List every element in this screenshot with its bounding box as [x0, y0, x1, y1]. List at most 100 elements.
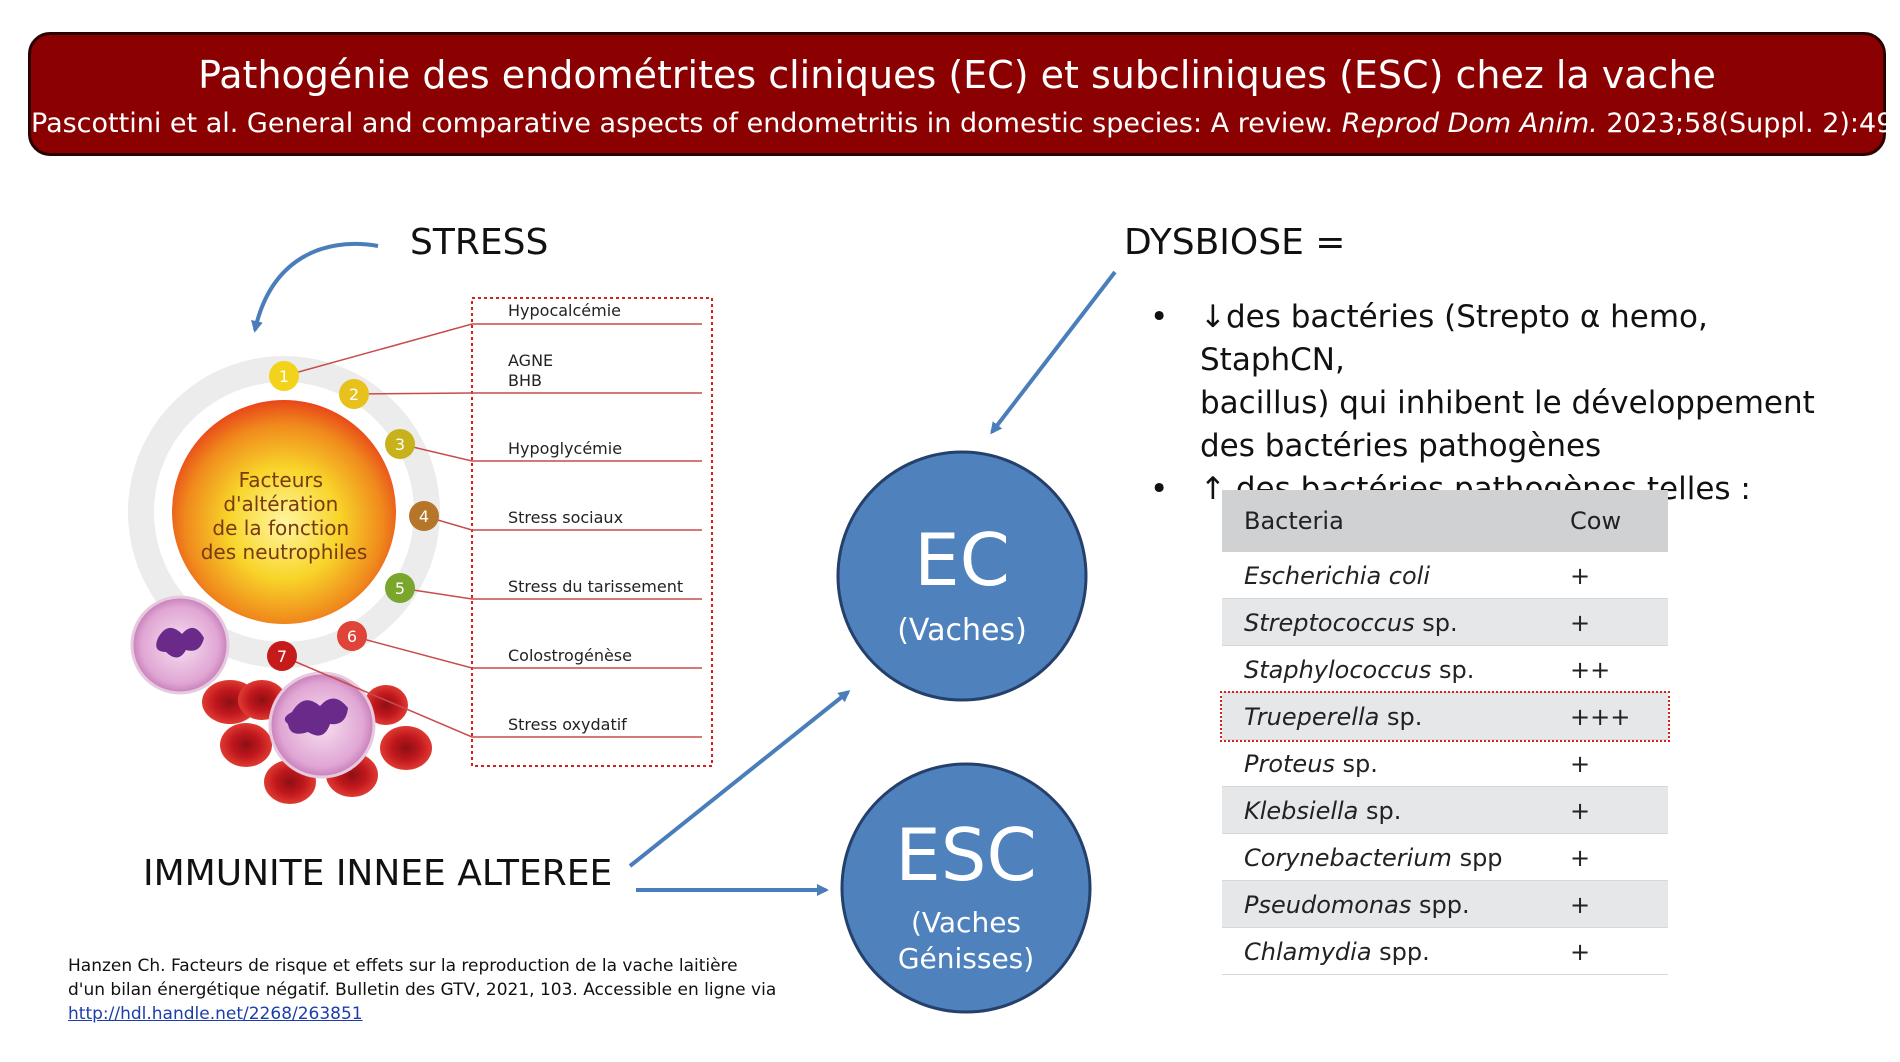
- table-row: Pseudomonas spp. +: [1222, 881, 1668, 928]
- esc-subtitle-2: Génisses): [898, 942, 1034, 975]
- red-blood-cell: [380, 726, 432, 770]
- stress-arrow: [251, 241, 379, 333]
- factor-list-box: [471, 297, 713, 767]
- center-line-1: Facteurs: [239, 468, 323, 492]
- factor-badge-7: [267, 641, 297, 671]
- connector-7: [281, 655, 702, 738]
- center-text: Facteurs d'altération de la fonction des…: [201, 468, 368, 564]
- bacteria-genus: Pseudomonas: [1244, 891, 1412, 919]
- bullet-line: bacillus) qui inhibent le développement: [1200, 385, 1815, 421]
- blood-cells-illustration: [130, 595, 432, 804]
- cow-prevalence: +: [1570, 844, 1591, 872]
- ec-subtitle: (Vaches): [897, 613, 1027, 648]
- bacteria-name: Proteus sp.: [1244, 750, 1378, 778]
- factor-label-6: Colostrogénèse: [508, 646, 632, 665]
- factor-label-2a: AGNE: [508, 351, 553, 370]
- table-row: Klebsiella sp.+: [1222, 787, 1668, 834]
- neutrophil-nucleus: [156, 627, 204, 658]
- factor-badge-3: [385, 429, 415, 459]
- bacteria-suffix: spp: [1451, 844, 1503, 872]
- table-row: Proteus sp. +: [1222, 740, 1668, 787]
- cow-prevalence: ++: [1570, 656, 1611, 684]
- factor-number-2: 2: [349, 385, 359, 404]
- immunite-label: IMMUNITE INNEE ALTEREE: [143, 853, 613, 894]
- bacteria-name: Corynebacterium spp: [1244, 844, 1503, 872]
- factor-number-1: 1: [279, 367, 289, 386]
- bacteria-genus: Chlamydia: [1244, 938, 1372, 966]
- table-row: Chlamydia spp. +: [1222, 928, 1668, 975]
- table-row: Staphylococcus sp. ++: [1222, 646, 1668, 693]
- footnote-line-2: d'un bilan énergétique négatif. Bulletin…: [68, 980, 777, 1000]
- footnote-line-1: Hanzen Ch. Facteurs de risque et effets …: [68, 956, 738, 976]
- ec-circle: [836, 450, 1088, 702]
- connector-1: [283, 323, 702, 377]
- bacteria-suffix: sp.: [1379, 703, 1423, 731]
- bacteria-genus: Escherichia coli: [1244, 562, 1430, 590]
- esc-subtitle-1: (Vaches: [911, 906, 1021, 939]
- sun-circle: [172, 400, 396, 624]
- factor-label-3: Hypoglycémie: [508, 439, 622, 458]
- table-row: Trueperella sp.+++: [1220, 691, 1670, 742]
- connector-6: [351, 635, 702, 669]
- factor-badge-5: [385, 573, 415, 603]
- bacteria-genus: Klebsiella: [1244, 797, 1359, 825]
- connector-5: [399, 587, 702, 600]
- connector-3: [399, 443, 702, 462]
- bacteria-genus: Corynebacterium: [1244, 844, 1452, 872]
- neutrophil-diagram: Facteurs d'altération de la fonction des…: [128, 297, 713, 804]
- center-line-4: des neutrophiles: [201, 540, 368, 564]
- table-row: Corynebacterium spp +: [1222, 834, 1668, 881]
- esc-circle: [840, 762, 1092, 1014]
- factor-label-5: Stress du tarissement: [508, 577, 683, 596]
- cow-prevalence: +: [1570, 891, 1591, 919]
- bullet-line: des bactéries pathogènes: [1200, 428, 1602, 464]
- table-row: Escherichia coli +: [1222, 552, 1668, 599]
- bacteria-genus: Proteus: [1244, 750, 1335, 778]
- red-blood-cell: [220, 723, 272, 767]
- bullet-dot: •: [1150, 471, 1169, 507]
- dysbiose-arrow: [990, 270, 1117, 435]
- bacteria-name: Klebsiella sp.: [1244, 797, 1401, 825]
- bullet-dot: •: [1150, 299, 1169, 335]
- reference-citation: Pascottini et al. General and comparativ…: [31, 107, 1900, 141]
- center-line-3: de la fonction: [212, 516, 349, 540]
- factor-label-7: Stress oxydatif: [508, 715, 627, 734]
- bacteria-genus: Staphylococcus: [1244, 656, 1432, 684]
- ref-authors: Pascottini et al. General and comparativ…: [31, 108, 1334, 139]
- bacteria-suffix: spp.: [1411, 891, 1470, 919]
- factor-badge-6: [337, 621, 367, 651]
- factor-badge-1: [269, 361, 299, 391]
- bacteria-name: Escherichia coli: [1244, 562, 1430, 590]
- page-title: Pathogénie des endométrites cliniques (E…: [198, 53, 1716, 97]
- bacteria-name: Chlamydia spp.: [1244, 938, 1430, 966]
- cow-prevalence: +: [1570, 938, 1591, 966]
- ec-title: EC: [914, 518, 1010, 602]
- stress-label: STRESS: [410, 222, 549, 263]
- bacteria-suffix: sp.: [1358, 797, 1402, 825]
- esc-node: ESC (Vaches Génisses): [840, 762, 1092, 1014]
- bacteria-name: Streptococcus sp.: [1244, 609, 1458, 637]
- header-bacteria: Bacteria: [1244, 507, 1344, 535]
- bacteria-suffix: sp.: [1414, 609, 1458, 637]
- cow-prevalence: +: [1570, 750, 1591, 778]
- connector-2: [353, 392, 702, 395]
- cow-prevalence: +: [1570, 562, 1591, 590]
- bacteria-suffix: spp.: [1371, 938, 1430, 966]
- factor-badge-4: [409, 501, 439, 531]
- bacteria-name: Staphylococcus sp.: [1244, 656, 1474, 684]
- factor-number-7: 7: [277, 647, 287, 666]
- factor-label-1: Hypocalcémie: [508, 301, 621, 320]
- factor-label-2b: BHB: [508, 371, 542, 390]
- bullet-line: ↓des bactéries (Strepto α hemo, StaphCN,: [1200, 299, 1708, 378]
- factor-number-6: 6: [347, 627, 357, 646]
- factor-connectors: [281, 323, 702, 738]
- ec-node: EC (Vaches): [836, 450, 1088, 702]
- title-banner: Pathogénie des endométrites cliniques (E…: [28, 32, 1900, 156]
- factor-label-4: Stress sociaux: [508, 508, 623, 527]
- factor-number-4: 4: [419, 507, 429, 526]
- bullet-decrease: • ↓des bactéries (Strepto α hemo, StaphC…: [1150, 296, 1850, 468]
- footnote-link[interactable]: http://hdl.handle.net/2268/263851: [68, 1004, 363, 1024]
- factor-number-5: 5: [395, 579, 405, 598]
